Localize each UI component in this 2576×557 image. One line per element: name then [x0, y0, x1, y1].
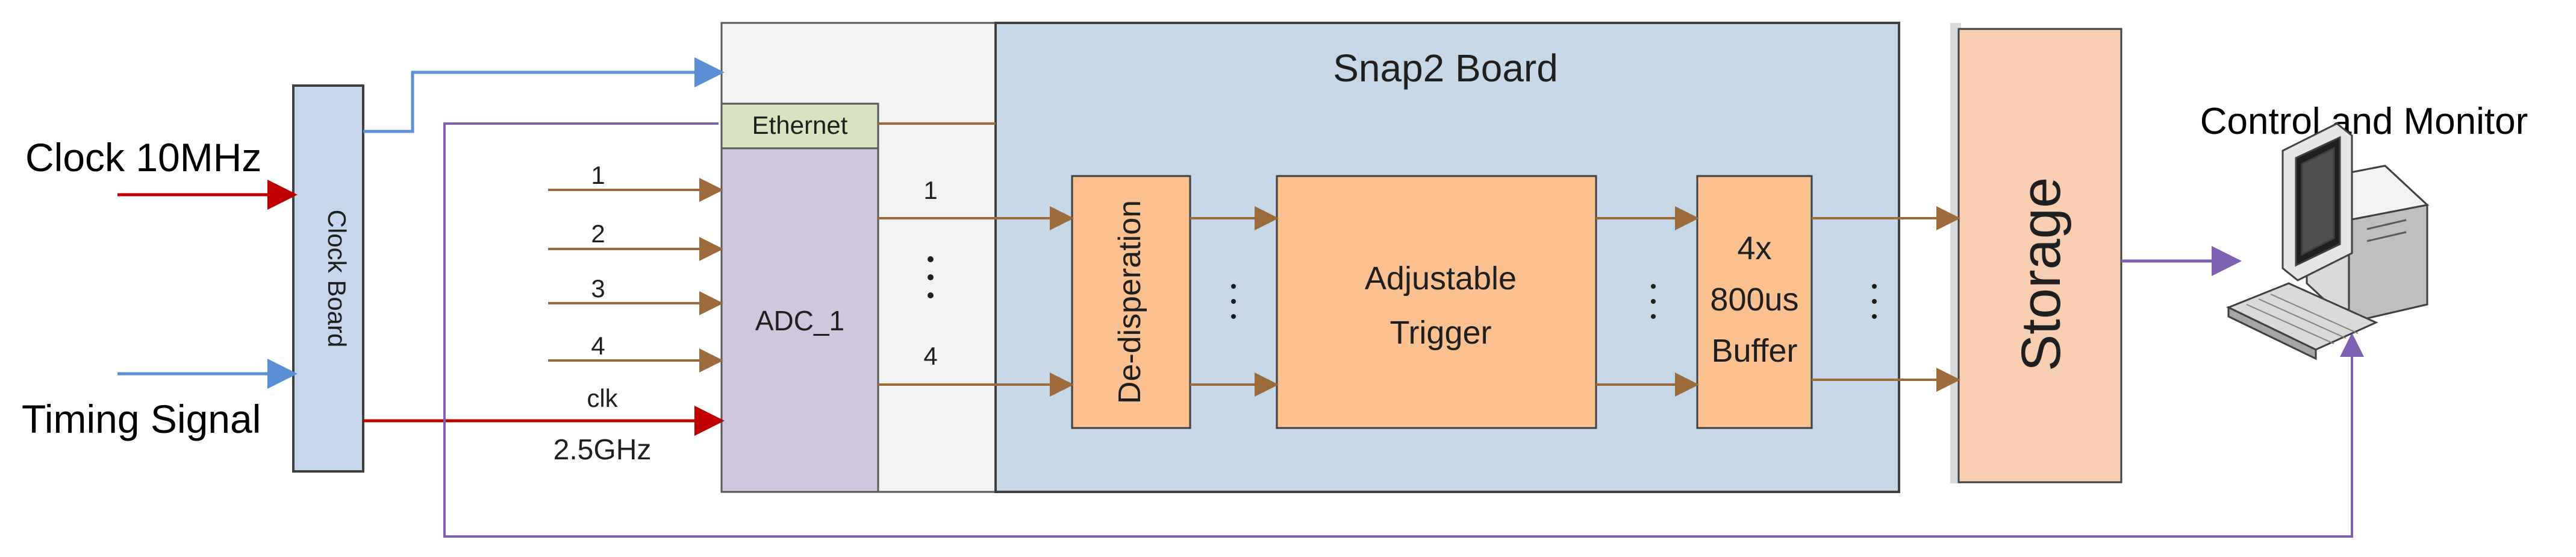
buffer-line2: 800us [1710, 282, 1798, 318]
channel-3-label: 3 [591, 274, 605, 303]
trigger-line2: Trigger [1389, 315, 1491, 351]
timing-input-label: Timing Signal [22, 397, 261, 441]
adc-out-4-label: 4 [923, 342, 937, 370]
clk-label: clk [587, 384, 618, 412]
freq-label: 2.5GHz [554, 434, 652, 466]
adc-label: ADC_1 [755, 305, 844, 336]
clock-board [292, 84, 364, 473]
trigger-box [1276, 175, 1597, 429]
trigger-line1: Adjustable [1365, 260, 1517, 297]
computer-icon [2226, 122, 2430, 360]
channel-2-label: 2 [591, 219, 605, 248]
adc-out-1-label: 1 [923, 176, 937, 204]
dedisp-box [1071, 175, 1191, 429]
storage-box [1957, 28, 2122, 483]
adc-box [720, 147, 879, 493]
clock-board-blue-output [363, 57, 725, 133]
buffer-line3: Buffer [1711, 333, 1797, 369]
buffer-line1: 4x [1737, 230, 1771, 266]
control-loop-line [443, 122, 2364, 538]
trigger-buffer-ellipsis [1651, 284, 1656, 319]
ethernet-label: Ethernet [752, 111, 848, 139]
clock-board-label: Clock Board [323, 210, 351, 348]
dedisp-label: De-disperation [1112, 200, 1147, 404]
buffer-storage-ellipsis [1872, 284, 1877, 319]
clock-input-label: Clock 10MHz [25, 135, 261, 180]
channel-4-label: 4 [591, 332, 605, 360]
monitor-label: Control and Monitor [2200, 101, 2528, 142]
dedisp-trigger-ellipsis [1231, 284, 1236, 319]
channel-1-label: 1 [591, 161, 605, 189]
adc-out-ellipsis [928, 256, 934, 298]
buffer-box [1696, 175, 1813, 429]
storage-label: Storage [2010, 177, 2072, 371]
snap2-title: Snap2 Board [1333, 46, 1558, 90]
